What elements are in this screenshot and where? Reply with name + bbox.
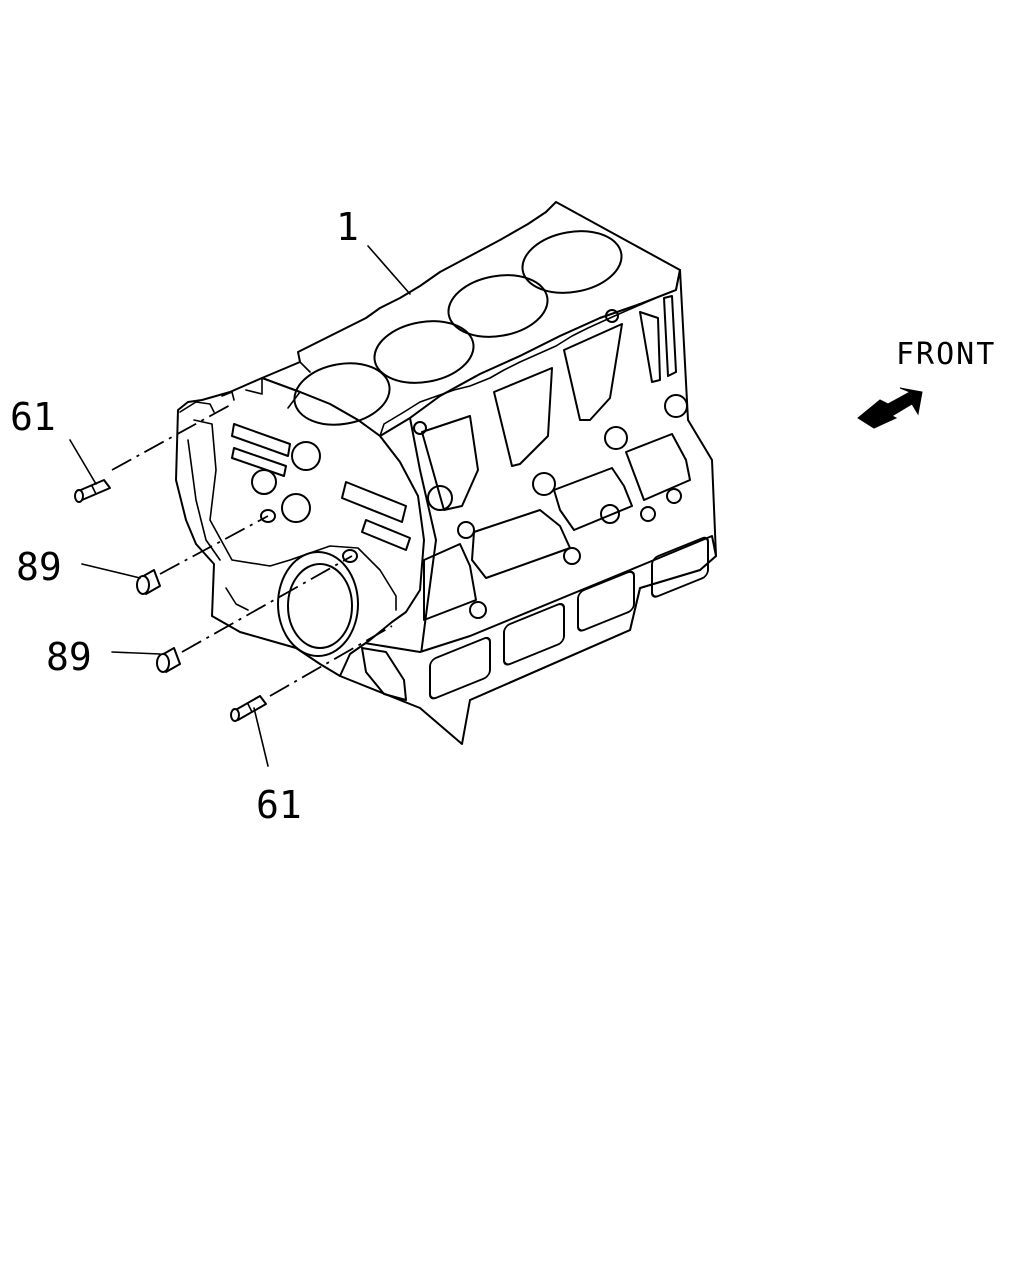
deck-edge-detail — [379, 289, 677, 437]
crank-bore — [287, 563, 353, 649]
side-rib — [639, 311, 661, 383]
block-rear-face — [175, 377, 425, 677]
boss-circle — [666, 488, 682, 504]
rear-dowel-boss — [179, 391, 235, 413]
callout-plug-lower: 89 — [46, 635, 92, 679]
side-rib — [663, 295, 677, 377]
side-bay — [423, 543, 477, 621]
crank-bore-outer — [277, 551, 359, 657]
leader-block — [367, 245, 411, 295]
boss-circle — [469, 601, 487, 619]
cylinder-bore — [521, 230, 623, 294]
cylinder-bore — [447, 274, 549, 338]
boss-circle — [563, 547, 581, 565]
callout-pin-upper: 61 — [10, 395, 56, 439]
front-label: FRONT — [896, 337, 996, 372]
boss-circle — [532, 472, 556, 496]
side-pocket — [493, 367, 553, 467]
rear-slot — [231, 447, 287, 477]
rear-hole — [281, 493, 311, 523]
cylinder-bore — [293, 362, 391, 426]
rear-lower-window — [361, 647, 407, 701]
centerline-pin-lower — [269, 625, 393, 697]
boss-circle — [605, 309, 619, 323]
cylinder-bore — [373, 320, 475, 384]
rear-face-flange — [187, 439, 249, 611]
leader-plug-upper — [81, 563, 141, 579]
cylinder-block — [175, 201, 717, 745]
plug-lower — [156, 647, 181, 673]
skirt-panel — [577, 570, 635, 632]
block-top-deck — [261, 201, 681, 437]
rear-face-flange — [193, 419, 397, 611]
boss-circle — [640, 506, 656, 522]
pin-upper — [74, 479, 111, 503]
plug-upper — [136, 569, 161, 595]
rear-hole — [291, 441, 321, 471]
leader-plug-lower — [111, 651, 161, 655]
boss-circle — [604, 426, 628, 450]
pin-lower — [230, 695, 267, 722]
side-pocket — [421, 415, 479, 511]
skirt-panel — [503, 603, 565, 666]
centerline-plug-upper — [159, 515, 269, 575]
plug-hole — [260, 509, 276, 523]
rear-slot — [231, 423, 291, 457]
leader-pin-upper — [69, 439, 97, 485]
side-bay — [553, 467, 633, 531]
skirt-panel — [651, 536, 709, 598]
boss-circle — [600, 504, 620, 524]
rear-slot — [341, 481, 407, 523]
side-bay — [625, 433, 691, 501]
centerline-plug-lower — [181, 555, 353, 653]
boss-circle — [427, 485, 453, 511]
front-arrow-icon — [857, 387, 923, 429]
block-lower-skirt — [339, 535, 717, 745]
callout-plug-upper: 89 — [16, 545, 62, 589]
callout-pin-lower: 61 — [256, 783, 302, 827]
leader-pin-lower — [253, 707, 269, 767]
rear-slot — [361, 519, 411, 551]
boss-circle — [457, 521, 475, 539]
boss-circle — [664, 394, 688, 418]
boss-circle — [413, 421, 427, 435]
skirt-panel — [429, 636, 491, 700]
deck-edge-detail — [245, 361, 311, 409]
centerline-pin-upper — [111, 403, 233, 471]
side-pocket — [563, 323, 623, 421]
callout-block: 1 — [336, 205, 359, 249]
plug-hole — [342, 549, 358, 563]
